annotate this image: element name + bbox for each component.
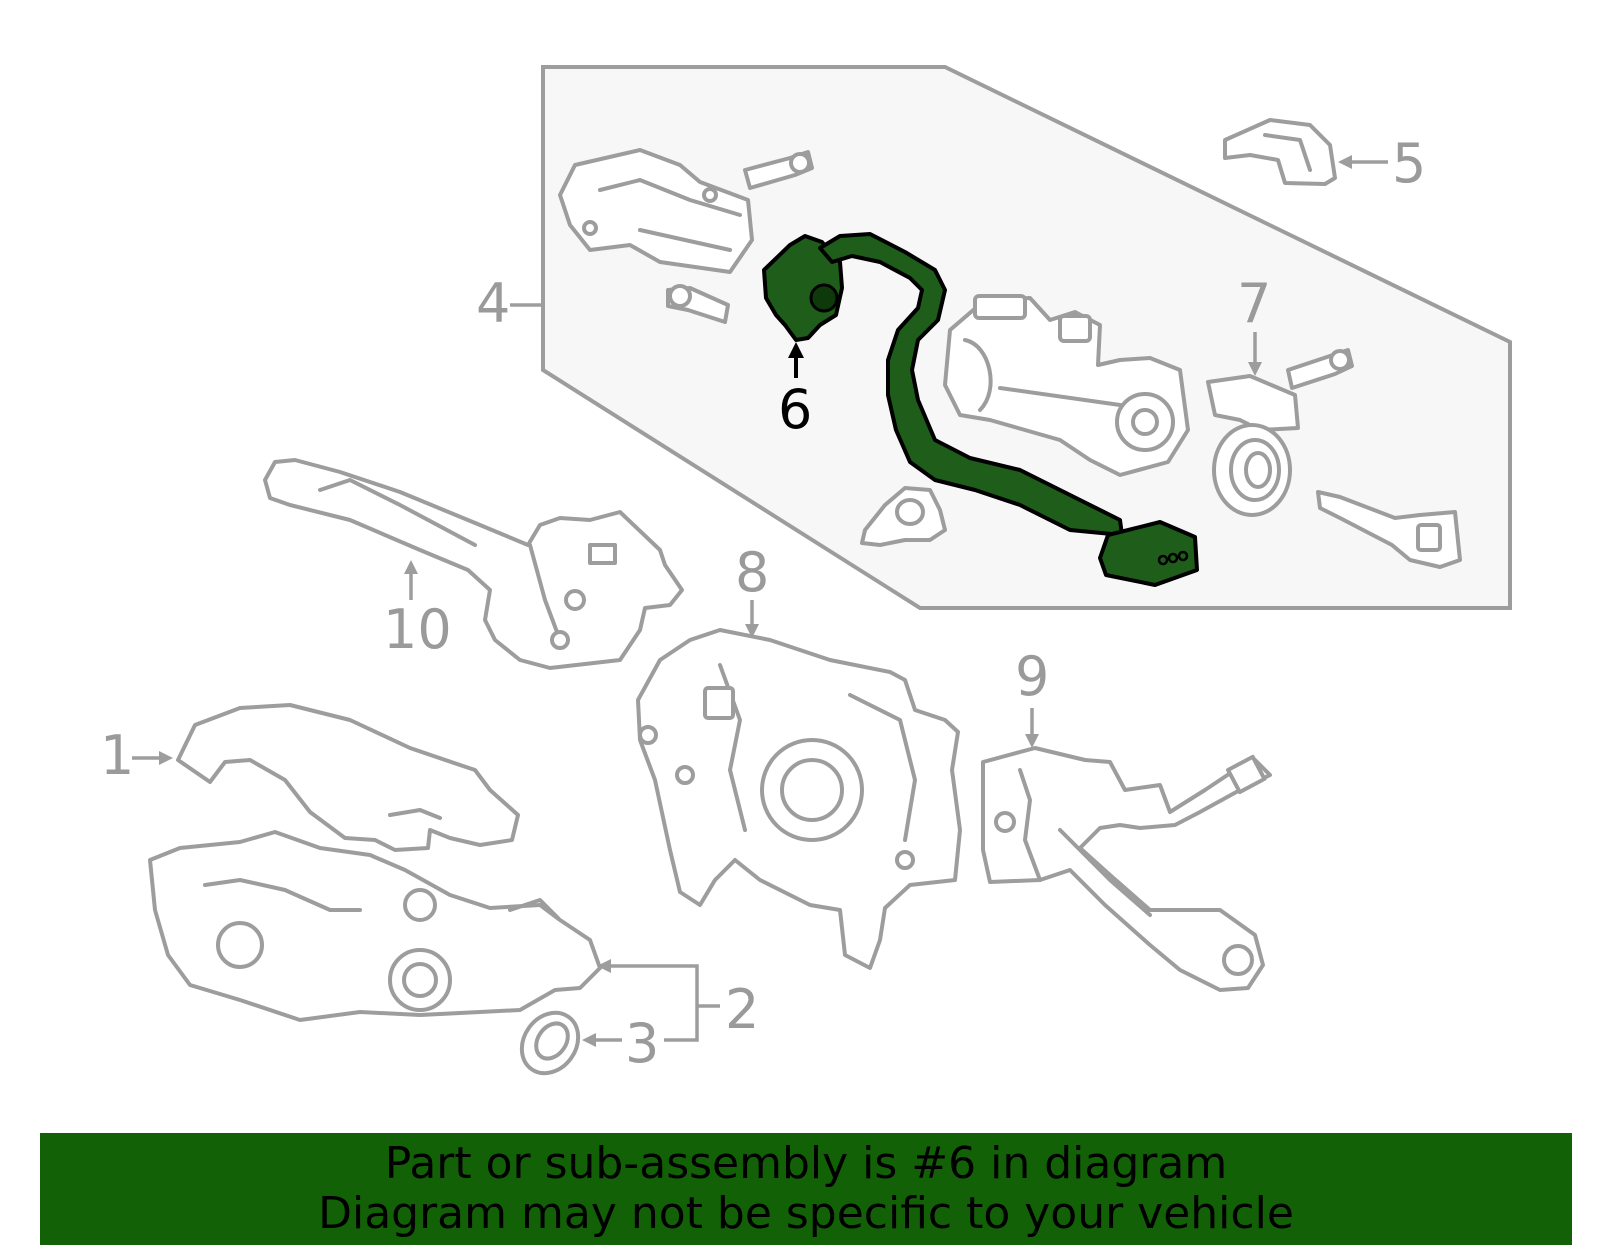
leader-10-arrow — [404, 560, 418, 574]
grommet-part-3 — [519, 1010, 581, 1076]
wiper-switch-part-9 — [981, 746, 1272, 992]
callout-1: 1 — [100, 724, 134, 787]
leader-8-arrow — [745, 624, 759, 638]
callout-7: 7 — [1237, 272, 1271, 335]
wire-harness-part-6 — [762, 232, 1199, 587]
banner-line-1: Part or sub-assembly is #6 in diagram — [384, 1138, 1228, 1189]
bolt-right — [1286, 348, 1354, 390]
connector-pin-2 — [1167, 552, 1179, 564]
leader-1-arrow — [159, 751, 173, 765]
leader-9-arrow — [1025, 734, 1039, 748]
leader-5-arrow — [1338, 155, 1352, 169]
callout-6: 6 — [778, 378, 812, 441]
bracket-clip-part-5 — [1223, 118, 1337, 186]
leader-2-arrow — [597, 959, 611, 973]
leader-7-arrow — [1248, 362, 1262, 376]
key-part — [1316, 490, 1462, 569]
parts-diagram: 4 5 7 — [100, 65, 1512, 1076]
callout-9: 9 — [1015, 645, 1049, 708]
leader-6-arrow — [788, 342, 804, 358]
combination-switch-part-10 — [263, 458, 684, 670]
callout-2: 2 — [725, 978, 759, 1041]
bolt-upper — [743, 150, 814, 190]
connector-pin-3 — [1177, 550, 1189, 562]
callout-8: 8 — [735, 541, 769, 604]
harness-connector-socket — [809, 283, 839, 313]
callout-3: 3 — [625, 1012, 659, 1075]
column-housing-part-8 — [636, 628, 962, 970]
callout-10: 10 — [383, 598, 452, 661]
callout-5: 5 — [1392, 132, 1426, 195]
lower-cover-part-2 — [148, 830, 602, 1022]
small-bracket-part — [860, 486, 947, 547]
callout-4: 4 — [476, 272, 510, 335]
lock-housing-part — [558, 148, 754, 274]
ignition-switch-body — [943, 294, 1190, 477]
connector-pin-1 — [1157, 554, 1169, 566]
key-cylinder-part-7 — [1206, 374, 1300, 517]
upper-cover-part-1 — [176, 703, 520, 852]
info-banner: Part or sub-assembly is #6 in diagram Di… — [40, 1133, 1572, 1245]
bolt-middle — [666, 284, 730, 324]
banner-line-2: Diagram may not be specific to your vehi… — [318, 1188, 1294, 1239]
leader-3-arrow — [582, 1033, 596, 1047]
leader-2 — [605, 964, 720, 1042]
